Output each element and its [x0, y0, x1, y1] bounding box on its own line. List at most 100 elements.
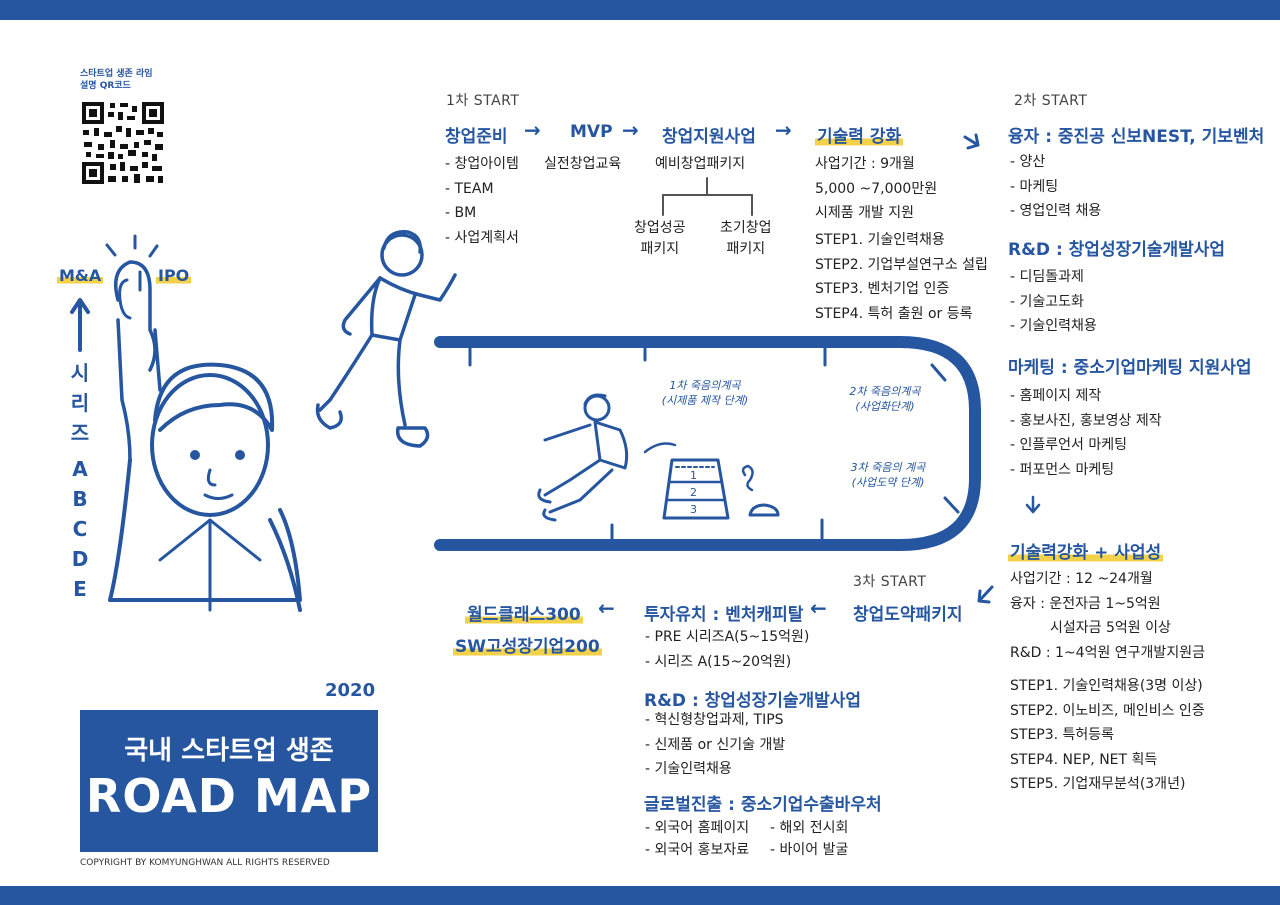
list-item: 사업기간 : 9개월: [815, 156, 915, 172]
list-item: - 홈페이지 제작: [1010, 388, 1102, 404]
worldclass-line1: 월드클래스300: [465, 605, 583, 625]
global-heading: 글로벌진출 : 중소기업수출바우처: [644, 795, 882, 815]
list-item: - 영업인력 채용: [1010, 203, 1102, 219]
list-item: - TEAM: [445, 180, 494, 197]
valley1-line: (시제품 제작 단계): [661, 394, 749, 407]
list-item: - PRE 시리즈A(5~15억원): [645, 629, 810, 645]
valley3-label: 3차 죽음의 계곡 (사업도약 단계): [828, 460, 948, 490]
series-letters: 시 리 즈 A B C D E: [67, 358, 93, 604]
series-char: C: [72, 517, 88, 541]
stage2-start-label: 2차 START: [1014, 93, 1088, 109]
qr-code-icon[interactable]: [80, 100, 166, 186]
list-item: - 시리즈 A(15~20억원): [645, 653, 792, 670]
list-item: 5,000 ~7,000만원: [815, 180, 938, 197]
worldclass-line2: SW고성장기업200: [453, 637, 602, 657]
vault-box-number: 1: [690, 469, 697, 482]
series-char: B: [72, 487, 88, 511]
list-item: - 인플루언서 마케팅: [1010, 437, 1127, 453]
title-line1: 국내 스타트업 생존: [124, 736, 334, 766]
qr-label: 스타트업 생존 라임 설명 QR코드: [80, 68, 153, 92]
list-item: R&D : 1~4억원 연구개발지원금: [1010, 644, 1205, 661]
title-line2: ROAD MAP: [85, 769, 373, 823]
list-item: 융자 : 운전자금 1~5억원: [1010, 595, 1161, 612]
sub-package-b: 초기창업 패키지: [720, 218, 772, 260]
list-item: - 기술인력채용: [645, 761, 732, 777]
list-item: STEP4. 특허 출원 or 등록: [815, 305, 973, 322]
mvp-heading: MVP: [570, 122, 613, 142]
tech-details: 사업기간 : 9개월 5,000 ~7,000만원 시제품 개발 지원: [815, 152, 937, 226]
tech2-details: 사업기간 : 12 ~24개월 융자 : 운전자금 1~5억원 시설자금 5억원…: [1010, 567, 1205, 665]
bottom-bar: [0, 886, 1280, 905]
series-char: E: [73, 577, 87, 601]
sub-package-b-line: 초기창업: [720, 220, 772, 236]
valley3-line: 3차 죽음의 계곡: [850, 461, 926, 474]
list-item: - 기술고도화: [1010, 293, 1084, 310]
series-char: 시: [70, 361, 90, 385]
sub-package-a: 창업성공 패키지: [634, 218, 686, 260]
list-item: - 외국어 홍보자료: [645, 842, 750, 858]
top-bar: [0, 0, 1280, 20]
qr-label-line2: 설명 QR코드: [80, 81, 131, 91]
arrow-right-icon: →: [524, 118, 541, 142]
marketing-list: - 홈페이지 제작 - 홍보사진, 홍보영상 제작 - 인플루언서 마케팅 - …: [1010, 384, 1162, 482]
track-shape: [434, 336, 981, 551]
list-item: - 외국어 홈페이지: [645, 820, 750, 836]
arrow-right-icon: →: [775, 118, 792, 142]
vault-box-number: 3: [690, 503, 697, 516]
valley3-line: (사업도약 단계): [851, 476, 925, 489]
list-item: STEP3. 벤처기업 인증: [815, 281, 950, 297]
fund-heading: 융자 : 중진공 신보NEST, 기보벤처: [1008, 127, 1265, 147]
list-item: 사업기간 : 12 ~24개월: [1010, 571, 1153, 587]
list-item: - 디딤돌과제: [1010, 269, 1084, 285]
list-item: - 기술인력채용: [1010, 318, 1097, 334]
sub-package-a-line: 패키지: [640, 241, 680, 257]
year-label: 2020: [325, 680, 376, 701]
tech-steps: STEP1. 기술인력채용 STEP2. 기업부설연구소 설립 STEP3. 벤…: [815, 228, 988, 326]
valley2-line: (사업화단계): [855, 400, 915, 413]
rnd3-heading: R&D : 창업성장기술개발사업: [644, 691, 862, 711]
vault-box: [662, 458, 730, 520]
list-item: - 바이어 발굴: [770, 842, 849, 858]
valley2-label: 2차 죽음의계곡 (사업화단계): [830, 384, 940, 414]
list-item: - 양산: [1010, 154, 1046, 170]
vault-box-number: 2: [690, 486, 697, 499]
arrow-right-icon: →: [622, 118, 639, 142]
list-item: STEP1. 기술인력채용(3명 이상): [1010, 678, 1203, 694]
startup-prep-list: - 창업아이템 - TEAM - BM - 사업계획서: [445, 152, 519, 250]
list-item: - 홍보사진, 홍보영상 제작: [1010, 412, 1162, 429]
list-item: STEP2. 이노비즈, 메인비스 인증: [1010, 702, 1205, 719]
tech-heading: 기술력 강화: [815, 127, 904, 147]
mvp-item: 실전창업교육: [544, 156, 622, 172]
valley2-line: 2차 죽음의계곡: [849, 385, 921, 398]
tech2-heading: 기술력강화 + 사업성: [1008, 543, 1164, 563]
list-item: - 창업아이템: [445, 156, 519, 172]
stage1-start-label: 1차 START: [446, 93, 520, 109]
invest-list: - PRE 시리즈A(5~15억원) - 시리즈 A(15~20억원): [645, 625, 809, 674]
rnd3-list: - 혁신형창업과제, TIPS - 신제품 or 신기술 개발 - 기술인력채용: [645, 708, 785, 782]
copyright-text: COPYRIGHT BY KOMYUNGHWAN ALL RIGHTS RESE…: [80, 858, 330, 868]
leap-package-heading: 창업도약패키지: [853, 605, 963, 625]
series-char: 리: [70, 391, 90, 415]
list-item: 시제품 개발 지원: [815, 205, 915, 221]
title-box: 국내 스타트업 생존 ROAD MAP: [80, 710, 378, 852]
series-char: A: [72, 457, 88, 481]
list-item: - 마케팅: [1010, 178, 1059, 195]
list-item: - 사업계획서: [445, 229, 519, 246]
list-item: - 퍼포먼스 마케팅: [1010, 461, 1115, 478]
support-item: 예비창업패키지: [655, 156, 746, 172]
marketing-heading: 마케팅 : 중소기업마케팅 지원사업: [1008, 358, 1252, 378]
rnd-heading: R&D : 창업성장기술개발사업: [1008, 240, 1226, 260]
arrow-left-icon: ←: [598, 596, 615, 620]
list-item: - 해외 전시회: [770, 820, 849, 836]
rnd-list: - 디딤돌과제 - 기술고도화 - 기술인력채용: [1010, 265, 1097, 339]
list-item: - BM: [445, 205, 477, 221]
mna-label: M&A: [57, 266, 104, 285]
startup-prep-heading: 창업준비: [445, 127, 508, 147]
arrow-left-icon: ←: [810, 596, 827, 620]
list-item: STEP2. 기업부설연구소 설립: [815, 256, 988, 273]
list-item: STEP4. NEP, NET 획득: [1010, 751, 1158, 768]
list-item: STEP5. 기업재무분석(3개년): [1010, 776, 1186, 792]
series-char: 즈: [70, 421, 90, 445]
stage3-start-label: 3차 START: [853, 574, 927, 590]
